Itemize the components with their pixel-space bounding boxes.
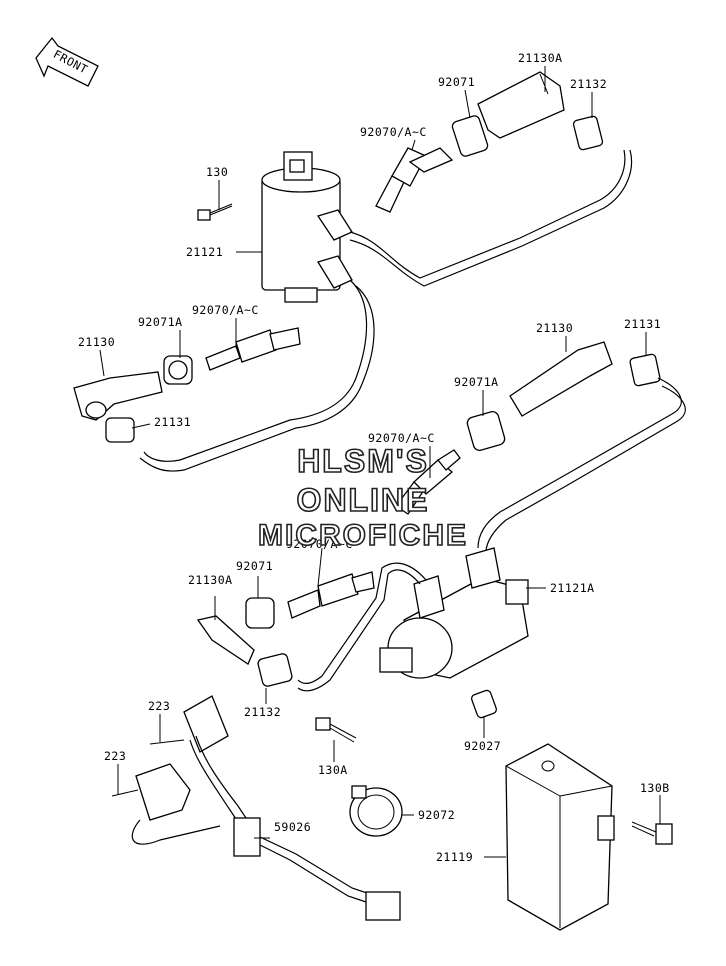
label-92071-mid: 92071 [236,559,273,573]
watermark-line-2: ONLINE [296,481,430,519]
plug-cap-21130-right [509,341,613,417]
label-130: 130 [206,165,228,179]
bolt-130A [315,717,357,743]
spark-plug-mid [287,571,375,619]
plug-cap-92071A-right [466,411,506,451]
label-21130A-mid: 21130A [188,573,233,587]
label-21130-left: 21130 [78,335,115,349]
label-21132-mid: 21132 [244,705,281,719]
label-21131-left: 21131 [154,415,191,429]
lead-top-right [349,149,626,279]
bolt-130 [197,203,233,221]
label-21132-top: 21132 [570,77,607,91]
label-92072: 92072 [418,808,455,822]
cap-21131-right [629,353,661,387]
lead-left [143,279,368,462]
watermark-line-1: HLSM'S [296,442,429,480]
part-labels: 21130A 92071 21132 92070/A~C 130 21121 9… [78,51,670,864]
cap-21132-mid [257,653,293,687]
label-92070-top: 92070/A~C [360,125,427,139]
spark-plug-left [205,327,301,371]
label-21119: 21119 [436,850,473,864]
leader-lines [99,66,661,858]
pickup-sensor [111,695,401,921]
spark-plug-right [395,449,461,515]
plug-cap-92071-top [451,115,489,157]
plug-cap-92071A-left [163,355,193,385]
lead-mid [297,569,421,692]
label-92071A-right: 92071A [454,375,499,389]
plug-cap-21130A-mid [196,615,255,665]
label-21121: 21121 [186,245,223,259]
label-21131-right: 21131 [624,317,661,331]
plug-cap-21130A-top [477,71,565,139]
label-21121A: 21121A [550,581,595,595]
label-92070-left: 92070/A~C [192,303,259,317]
label-223-a: 223 [148,699,170,713]
spark-plug-top [375,147,454,213]
ignitor-unit-21119 [505,743,615,931]
label-130B: 130B [640,781,670,795]
cap-92027 [470,689,498,719]
clamp-92072 [349,785,403,837]
bolt-130B [631,821,673,845]
label-92071-top: 92071 [438,75,475,89]
front-direction-arrow: FRONT [35,36,99,87]
ignition-coil-21121 [261,151,353,303]
label-92070-mid: 92070/A~C [286,537,353,551]
plug-cap-21130-left [73,371,163,421]
label-21130A-top: 21130A [518,51,563,65]
label-223-b: 223 [104,749,126,763]
plug-cap-92071-mid [245,597,275,629]
lead-right [477,377,682,549]
label-92070-right: 92070/A~C [368,431,435,445]
ignition-coil-21121A [379,547,529,679]
label-59026: 59026 [274,820,311,834]
label-92027: 92027 [464,739,501,753]
cap-21131-left [105,417,135,443]
watermark-line-3: MICROFICHE [257,518,468,553]
label-92071A-left: 92071A [138,315,183,329]
label-130A: 130A [318,763,348,777]
cap-21132-top [572,115,604,151]
label-21130-right: 21130 [536,321,573,335]
